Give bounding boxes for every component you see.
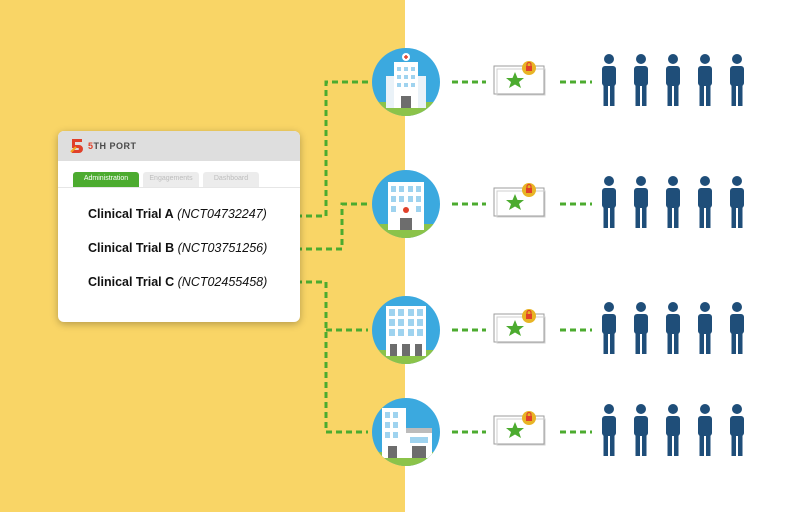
participant-person-icon: [730, 176, 744, 228]
participant-person-icon: [730, 404, 744, 456]
tab-bar: Administration Engagements Dashboard: [58, 161, 300, 188]
participant-person-icon: [602, 404, 616, 456]
brand-name: 5TH PORT: [88, 141, 137, 151]
participant-person-icon: [730, 302, 744, 354]
participant-person-icon: [602, 54, 616, 106]
clinic-building-icon: [372, 170, 440, 238]
trial-name: Clinical Trial C: [88, 275, 175, 289]
trial-id: (NCT04732247): [177, 207, 267, 221]
tab-engagements[interactable]: Engagements: [143, 172, 199, 187]
participant-person-icon: [602, 176, 616, 228]
trial-id: (NCT03751256): [177, 241, 268, 255]
participant-person-icon: [634, 54, 648, 106]
hospital-building-icon: [372, 48, 440, 116]
trial-name: Clinical Trial B: [88, 241, 175, 255]
participant-person-icon: [634, 302, 648, 354]
trial-list: Clinical Trial A (NCT04732247) Clinical …: [58, 188, 300, 308]
brand-logo-icon: [70, 138, 84, 154]
secure-document-icon: [493, 183, 546, 218]
tab-dashboard[interactable]: Dashboard: [203, 172, 259, 187]
participant-person-icon: [666, 54, 680, 106]
research-facility-icon: [372, 398, 440, 466]
participant-person-icon: [634, 404, 648, 456]
participant-person-icon: [666, 404, 680, 456]
trial-item[interactable]: Clinical Trial A (NCT04732247): [88, 206, 300, 240]
trial-id: (NCT02455458): [177, 275, 268, 289]
trial-management-window: 5TH PORT Administration Engagements Dash…: [58, 131, 300, 322]
secure-document-icon: [493, 61, 546, 96]
trial-item[interactable]: Clinical Trial C (NCT02455458): [88, 274, 300, 308]
participant-person-icon: [634, 176, 648, 228]
tab-administration[interactable]: Administration: [73, 172, 139, 187]
participant-person-icon: [602, 302, 616, 354]
participant-person-icon: [730, 54, 744, 106]
trial-name: Clinical Trial A: [88, 207, 174, 221]
secure-document-icon: [493, 411, 546, 446]
office-building-icon: [372, 296, 440, 364]
participant-person-icon: [698, 176, 712, 228]
window-titlebar: 5TH PORT: [58, 131, 300, 161]
trial-item[interactable]: Clinical Trial B (NCT03751256): [88, 240, 300, 274]
participant-person-icon: [698, 404, 712, 456]
participant-person-icon: [698, 302, 712, 354]
participant-person-icon: [698, 54, 712, 106]
participant-person-icon: [666, 302, 680, 354]
secure-document-icon: [493, 309, 546, 344]
participant-person-icon: [666, 176, 680, 228]
